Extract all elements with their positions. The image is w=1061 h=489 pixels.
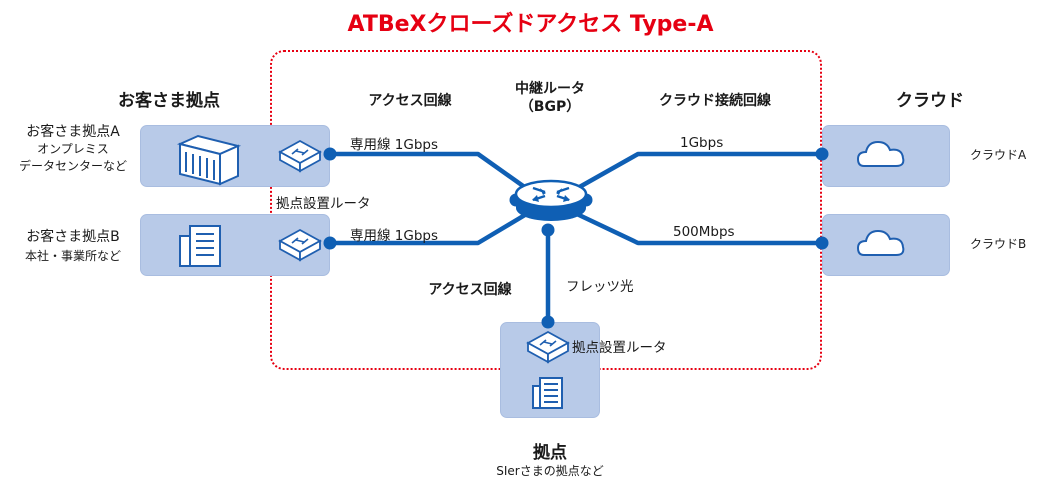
site-b-desc: 本社・事業所など (24, 249, 121, 263)
datacenter-icon (176, 134, 242, 186)
router-label-left: 拠点設置ルータ (276, 196, 371, 212)
line-site-a (330, 151, 542, 200)
site-a-desc1: オンプレミス (37, 142, 109, 156)
flets-label: フレッツ光 (566, 279, 634, 295)
header-base: 拠点 (533, 443, 567, 463)
line-cloud-b (559, 203, 822, 246)
header-cloud-connection: クラウド接続回線 (659, 93, 771, 109)
site-a-label: お客さま拠点A オンプレミス データセンターなど (6, 124, 140, 175)
base-building-icon (532, 377, 563, 409)
line-cloud-a (558, 151, 822, 200)
cloud-a-label: クラウドA (970, 148, 1027, 162)
header-relay-router-line1: 中継ルータ (515, 81, 585, 97)
diagram-title: ATBeXクローズドアクセス Type-A (347, 12, 714, 37)
site-b-label: お客さま拠点B 本社・事業所など (6, 228, 140, 266)
router-icon-a (278, 139, 322, 173)
header-customer-site: お客さま拠点 (118, 91, 220, 111)
base-description: SIerさまの拠点など (496, 464, 604, 478)
cloud-a-speed-label: 1Gbps (680, 135, 724, 151)
router-icon-base (526, 330, 570, 364)
header-relay-router-line2: （BGP） (519, 99, 581, 115)
site-a-line-label: 専用線 1Gbps (350, 137, 439, 153)
relay-router-icon (514, 179, 588, 221)
line-site-b (330, 204, 542, 246)
header-access-line: アクセス回線 (368, 93, 452, 109)
header-access-line-bottom: アクセス回線 (428, 282, 512, 298)
header-relay-router: 中継ルータ （BGP） (490, 80, 610, 116)
router-label-base: 拠点設置ルータ (572, 340, 667, 356)
site-b-line-label: 専用線 1Gbps (350, 228, 439, 244)
cloud-icon-a (856, 140, 905, 167)
cloud-b-label: クラウドB (970, 237, 1027, 251)
router-icon-b (278, 228, 322, 262)
cloud-icon-b (856, 229, 905, 256)
site-a-name: お客さま拠点A (26, 124, 120, 140)
header-cloud: クラウド (896, 91, 964, 111)
office-building-icon (179, 225, 221, 267)
site-b-name: お客さま拠点B (26, 229, 120, 245)
cloud-b-speed-label: 500Mbps (673, 224, 735, 240)
site-a-desc2: データセンターなど (18, 159, 127, 173)
